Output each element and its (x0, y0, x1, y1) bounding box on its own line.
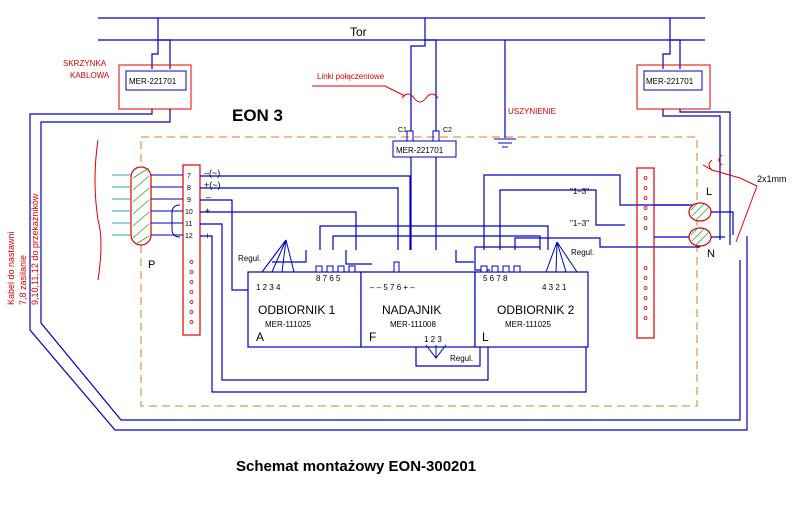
ground-symbol (494, 138, 516, 148)
l-label: L (706, 186, 712, 198)
mer-box-right-outer (636, 64, 711, 110)
receiver-2-letter: L (482, 330, 489, 344)
cable-bundle-p (130, 166, 152, 246)
svg-text:9,10,11,12 do przekaźników: 9,10,11,12 do przekaźników (30, 193, 40, 305)
receiver-2-title: ODBIORNIK 2 (497, 303, 575, 317)
track-label: Tor (350, 25, 367, 39)
cable-box-label-2: KABLOWA (70, 71, 110, 80)
receiver-1-title: ODBIORNIK 1 (258, 303, 336, 317)
links-wave (401, 93, 439, 103)
right-wires (654, 204, 734, 238)
system-title: EON 3 (232, 106, 283, 125)
regul-mid: Regul. (450, 354, 473, 363)
terminal-left-signs: –(~) +(~) – + – + (204, 168, 221, 241)
receiver-2-code: MER-111025 (505, 320, 552, 329)
transmitter-pins: – – 5 7 6 + – (370, 283, 415, 292)
cable-bundle-l (688, 202, 712, 222)
mer-box-right (643, 70, 703, 91)
terminal-sign: –(~) (204, 168, 220, 178)
cable-box-label: SKRZYNKA (63, 59, 107, 68)
cable-size-leader (702, 164, 758, 187)
terminal-sign: – (206, 218, 211, 228)
c1-terminal (406, 130, 414, 142)
transmitter (360, 271, 476, 348)
regul-left: Regul. (238, 254, 261, 263)
terminal-sign: – (206, 192, 211, 202)
regulator-fan-left (261, 239, 295, 273)
jumper-bracket (171, 204, 181, 238)
receiver-1-pins-right: 8 7 6 5 (316, 274, 341, 283)
p-to-strip-wires (151, 174, 183, 236)
terminal-number: 9 (187, 197, 191, 204)
unit-terminals (315, 261, 521, 273)
terminal-number: 8 (187, 185, 191, 192)
strip-mark-1: "1–3" (570, 187, 589, 196)
strip-mark-2: "1–3" (570, 219, 589, 228)
regul-right: Regul. (571, 248, 594, 257)
mer-box-left-outer (118, 64, 192, 110)
terminal-number: 10 (185, 209, 193, 216)
terminal-strip-left-holes (189, 260, 194, 324)
track (98, 17, 705, 41)
receiver-2 (474, 271, 589, 348)
internal-wires (200, 174, 700, 393)
diagram-caption: Schemat montażowy EON-300201 (236, 458, 476, 475)
c2-terminal (432, 130, 440, 142)
receiver-1 (247, 271, 362, 348)
cable-size-label: 2x1mm (757, 174, 787, 184)
svg-text:Kabel do nastawni: Kabel do nastawni (6, 231, 16, 305)
regulator-fan-mid (425, 344, 447, 359)
n-label: N (707, 248, 715, 260)
terminal-left-numbers: 7 8 9 10 11 12 (185, 173, 193, 240)
terminal-number: 12 (185, 233, 193, 240)
mer-box-mid-label: MER-221701 (396, 146, 444, 155)
mer-box-mid (392, 140, 457, 158)
terminal-number: 11 (185, 221, 192, 228)
transmitter-letter: F (369, 330, 376, 344)
cable-note: Kabel do nastawni 7,8 zasilanie 9,10,11,… (6, 193, 40, 305)
cable-size-leader-2 (735, 185, 758, 243)
cable-wires (112, 174, 131, 236)
regulator-fan-right (545, 241, 578, 273)
c1-label: C1 (398, 127, 407, 134)
p-label: P (148, 259, 155, 271)
transmitter-title: NADAJNIK (382, 303, 441, 317)
cable-size-arc (708, 154, 723, 171)
cable-bundle-n (688, 227, 712, 247)
terminal-strip-left (182, 164, 201, 336)
receiver-2-pins: 4 3 2 1 (542, 283, 567, 292)
receiver-1-letter: A (256, 330, 264, 344)
mer-box-left (125, 70, 187, 91)
transmitter-code: MER-111008 (390, 320, 437, 329)
links-leader (312, 85, 406, 97)
terminal-sign: + (205, 206, 210, 216)
terminal-sign: +(~) (204, 180, 221, 190)
cable-note-bracket (94, 139, 102, 281)
grounding-label: USZYNIENIE (508, 107, 556, 116)
svg-text:7,8 zasilanie: 7,8 zasilanie (18, 255, 28, 305)
mer-box-right-label: MER-221701 (646, 77, 694, 86)
terminal-number: 7 (187, 173, 191, 180)
transmitter-regul-pins: 1 2 3 (424, 335, 442, 344)
enclosure-outline (140, 136, 698, 407)
receiver-1-pins: 1 2 3 4 (256, 283, 281, 292)
terminal-strip-right-holes (643, 176, 648, 320)
links-label: Linki połączeniowe (317, 72, 385, 81)
track-connections (151, 18, 681, 138)
mer-box-left-label: MER-221701 (129, 77, 177, 86)
receiver-1-code: MER-111025 (265, 320, 312, 329)
outer-loop-wires (29, 109, 748, 431)
terminal-strip-right (636, 167, 655, 339)
receiver-2-pins-left: 5 6 7 8 (483, 274, 508, 283)
c2-label: C2 (443, 127, 452, 134)
